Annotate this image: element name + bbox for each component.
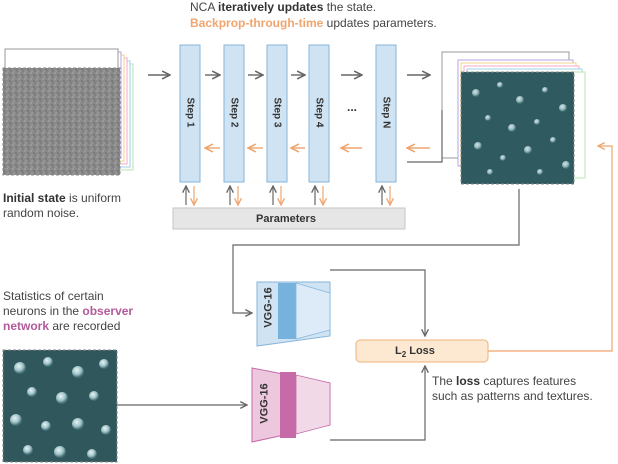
caption-orange: Backprop-through-time xyxy=(190,16,324,30)
step-box-1 xyxy=(179,44,201,183)
observer-text-2: neurons in the xyxy=(3,304,83,318)
observer-purple-2: network xyxy=(3,319,50,333)
initial-state-bold: Initial state xyxy=(3,191,66,205)
noise-image xyxy=(2,67,121,176)
loss-caption-text-2: captures features xyxy=(480,374,577,388)
observer-text-1: Statistics of certain xyxy=(3,289,104,303)
step-label-n: Step N xyxy=(380,96,392,129)
parameters-bar xyxy=(172,207,406,230)
step-box-n xyxy=(375,44,397,183)
initial-state-stack xyxy=(2,48,134,176)
step-label-1: Step 1 xyxy=(184,97,196,128)
observer-purple-1: observer xyxy=(82,304,134,318)
loss-subscript: 2 xyxy=(401,350,407,360)
loss-caption-bold: loss xyxy=(456,374,481,388)
caption-text-end: the state. xyxy=(323,0,377,14)
output-texture xyxy=(460,71,575,185)
vgg-label-bottom: VGG-16 xyxy=(258,383,271,424)
parameter-arrows xyxy=(186,186,390,205)
initial-state-text-2: random noise. xyxy=(3,206,80,220)
loss-label: L2 Loss xyxy=(395,344,435,362)
step-ellipsis: ... xyxy=(346,100,357,114)
loss-caption-text-3: such as patterns and textures. xyxy=(432,389,593,403)
loss-rest: Loss xyxy=(406,345,435,357)
step-box-3 xyxy=(266,44,288,183)
caption-text-end: updates parameters. xyxy=(323,16,437,30)
step-label-4: Step 4 xyxy=(313,97,325,128)
loss-caption-text: The xyxy=(432,374,457,388)
vgg-label-top: VGG-16 xyxy=(262,287,275,328)
top-caption-line2: Backprop-through-time updates parameters… xyxy=(190,16,437,31)
caption-text: NCA xyxy=(190,0,219,14)
top-caption-line1: NCA iteratively updates the state. xyxy=(190,0,376,15)
step-label-2: Step 2 xyxy=(228,97,240,128)
target-style-image xyxy=(2,349,118,463)
vgg-top xyxy=(256,281,331,347)
caption-bold: iteratively updates xyxy=(218,0,324,14)
loss-l: L xyxy=(395,345,402,357)
initial-state-text: is uniform xyxy=(65,191,122,205)
step-label-3: Step 3 xyxy=(271,97,283,128)
steps-row xyxy=(179,44,397,183)
observer-text-3: are recorded xyxy=(49,319,121,333)
step-box-2 xyxy=(223,44,245,183)
parameters-label: Parameters xyxy=(256,213,316,225)
vgg-bottom xyxy=(251,367,331,443)
step-box-4 xyxy=(308,44,330,183)
output-state-stack xyxy=(441,51,586,185)
